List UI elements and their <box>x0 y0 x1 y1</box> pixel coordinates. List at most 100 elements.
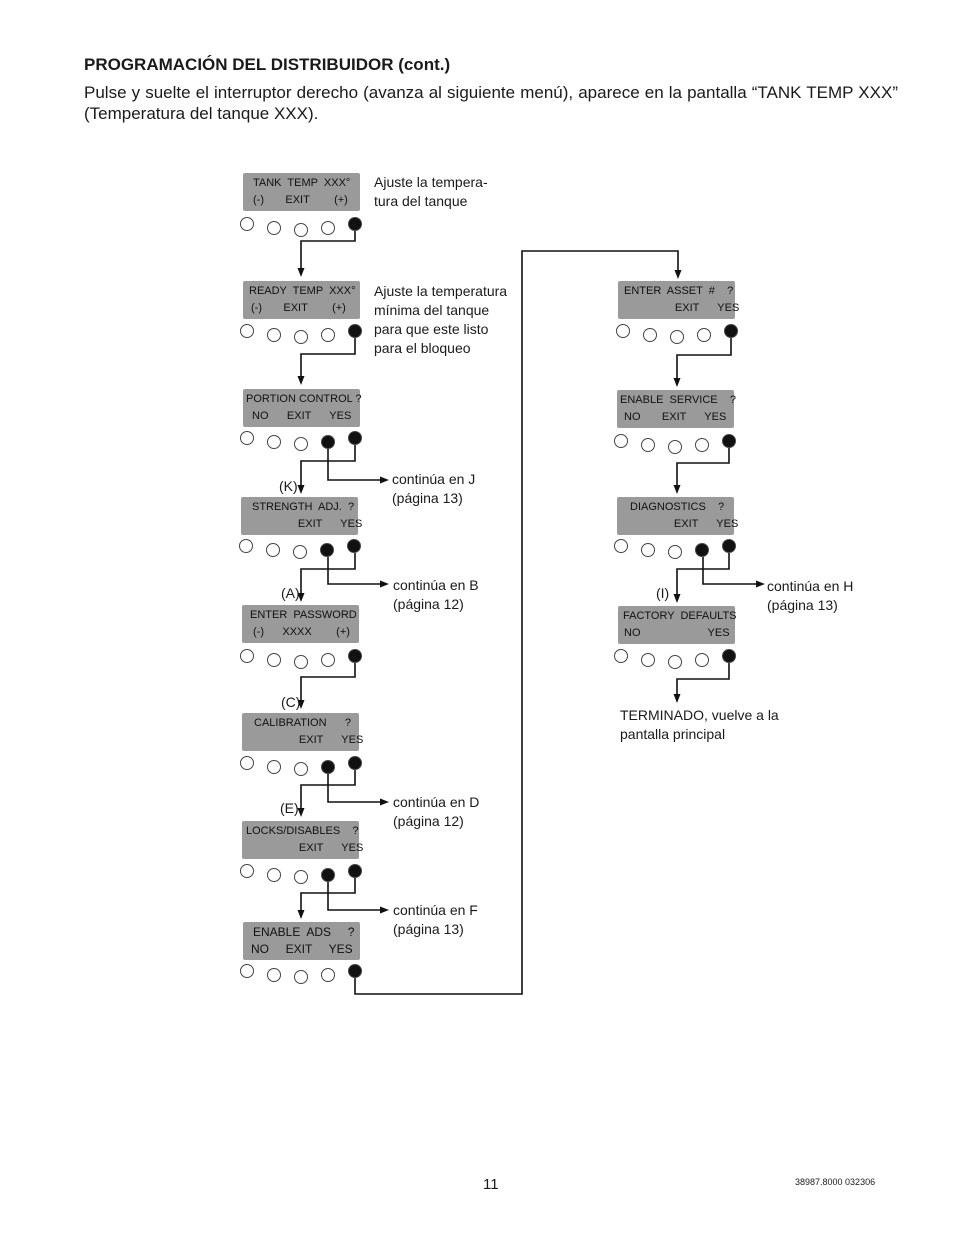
screen-line-2: (-) XXXX (+) <box>250 626 350 638</box>
tag-i: (I) <box>656 585 670 601</box>
screen-enter-password: ENTER PASSWORD (-) XXXX (+) <box>242 605 359 643</box>
arrow-head <box>673 378 681 387</box>
button-dot <box>240 217 254 231</box>
screen-line-2: EXIT YES <box>625 518 739 530</box>
note-ready-temp: Ajuste la temperatura mínima del tanque … <box>374 283 508 356</box>
button-dot <box>321 968 335 982</box>
button-dot <box>695 653 709 667</box>
arrow-head <box>297 700 305 709</box>
button-dot <box>641 438 655 452</box>
screen-strength-adj: STRENGTH ADJ. ? EXIT YES <box>241 497 363 535</box>
pressed-button-dot <box>348 964 362 978</box>
pressed-button-dot <box>348 756 362 770</box>
button-dot <box>240 964 254 978</box>
tag-c: (C) <box>281 694 301 710</box>
screen-line-2: EXIT YES <box>250 734 364 746</box>
button-dot <box>668 545 682 559</box>
arrow-head <box>297 808 305 817</box>
button-dot <box>267 760 281 774</box>
button-dot <box>294 870 308 884</box>
screen-enter-asset: ENTER ASSET # ? EXIT YES <box>618 281 740 319</box>
button-dot <box>240 864 254 878</box>
button-dot <box>614 539 628 553</box>
connector-line <box>300 338 356 376</box>
button-dot <box>321 221 335 235</box>
tag-e: (E) <box>280 800 299 816</box>
connector-line <box>327 882 380 911</box>
screen-line-2: EXIT YES <box>626 302 740 314</box>
screen-line-1: DIAGNOSTICS ? <box>630 501 725 513</box>
connector-line <box>676 448 730 485</box>
connector-line <box>327 557 380 585</box>
button-dot <box>670 330 684 344</box>
button-dot <box>267 221 281 235</box>
button-dot <box>294 970 308 984</box>
button-dot <box>668 655 682 669</box>
button-dot <box>616 324 630 338</box>
screen-portion-control: PORTION CONTROL ? NO EXIT YES <box>243 389 362 427</box>
arrow-head <box>380 476 389 484</box>
tag-a: (A) <box>281 585 300 601</box>
button-dot <box>267 328 281 342</box>
arrow-head <box>297 593 305 602</box>
pressed-button-dot <box>722 434 736 448</box>
arrow-head <box>297 376 305 385</box>
arrow-head <box>297 485 305 494</box>
button-dot <box>321 653 335 667</box>
button-dot <box>697 328 711 342</box>
pressed-button-dot <box>695 543 709 557</box>
screen-line-2: EXIT YES <box>250 842 364 854</box>
screen-calibration: CALIBRATION ? EXIT YES <box>242 713 364 751</box>
button-dot <box>321 328 335 342</box>
arrow-head <box>673 485 681 494</box>
arrow-head <box>380 798 389 806</box>
pressed-button-dot <box>321 868 335 882</box>
connector-line <box>354 250 679 995</box>
button-dot <box>668 440 682 454</box>
arrow-head <box>297 268 305 277</box>
screen-line-1: ENABLE ADS ? <box>253 925 355 939</box>
pressed-button-dot <box>348 431 362 445</box>
tag-k: (K) <box>279 478 298 494</box>
screen-line-1: LOCKS/DISABLES ? <box>246 825 359 837</box>
pressed-button-dot <box>348 649 362 663</box>
screen-line-2: NO EXIT YES <box>251 942 353 956</box>
arrow-head <box>674 270 682 279</box>
screen-line-2: NO EXIT YES <box>249 410 352 422</box>
button-dot <box>240 649 254 663</box>
pressed-button-dot <box>348 324 362 338</box>
pressed-button-dot <box>348 864 362 878</box>
screen-enable-service: ENABLE SERVICE ? NO EXIT YES <box>617 390 736 428</box>
button-dot <box>294 762 308 776</box>
screen-line-1: READY TEMP XXX° <box>249 285 356 297</box>
pressed-button-dot <box>320 543 334 557</box>
button-dot <box>240 756 254 770</box>
note-continue-j: continúa en J (página 13) <box>392 471 476 506</box>
arrow-head <box>673 694 681 703</box>
screen-line-2: (-) EXIT (+) <box>253 194 348 206</box>
screen-line-2: EXIT YES <box>249 518 363 530</box>
connector-line <box>702 557 756 585</box>
button-dot <box>641 653 655 667</box>
arrow-head <box>297 910 305 919</box>
screen-line-1: ENABLE SERVICE ? <box>620 394 736 406</box>
connector-line <box>676 338 732 378</box>
button-dot <box>267 968 281 982</box>
button-dot <box>643 328 657 342</box>
connector-line <box>300 231 356 268</box>
arrow-head <box>756 580 765 588</box>
screen-line-1: PORTION CONTROL ? <box>246 393 362 405</box>
screen-diagnostics: DIAGNOSTICS ? EXIT YES <box>617 497 739 535</box>
screen-line-1: CALIBRATION ? <box>254 717 351 729</box>
button-dot <box>267 868 281 882</box>
section-heading: PROGRAMACIÓN DEL DISTRIBUIDOR (cont.) <box>84 55 451 74</box>
button-dot <box>267 435 281 449</box>
screen-line-2: NO EXIT YES <box>624 411 727 423</box>
intro-paragraph: Pulse y suelte el interruptor derecho (a… <box>84 83 898 123</box>
button-dot <box>266 543 280 557</box>
connector-line <box>327 449 380 481</box>
connector-line <box>327 774 380 803</box>
pressed-button-dot <box>722 539 736 553</box>
screen-line-1: STRENGTH ADJ. ? <box>252 501 355 513</box>
button-dot <box>240 431 254 445</box>
